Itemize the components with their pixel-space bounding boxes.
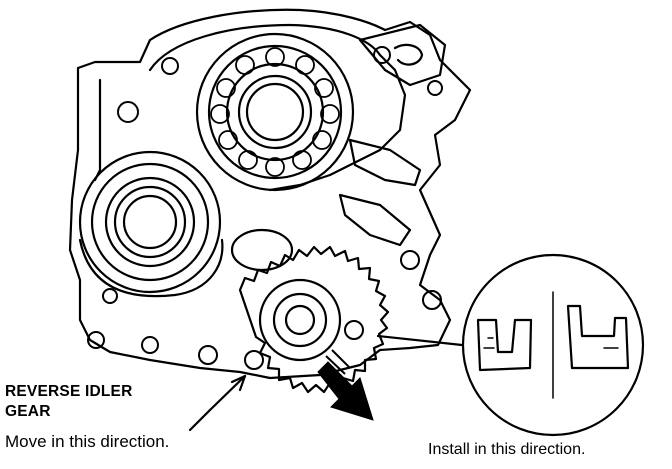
part-name-line1: REVERSE IDLER bbox=[5, 383, 133, 400]
left-bearing bbox=[78, 150, 224, 298]
part-name-line2: GEAR bbox=[5, 403, 51, 420]
detail-leader bbox=[376, 334, 464, 347]
upper-right-bracket bbox=[358, 23, 447, 87]
install-instruction: Install in this direction. bbox=[428, 441, 586, 458]
housing-outline bbox=[68, 8, 472, 380]
move-direction-arrow bbox=[317, 361, 374, 421]
main-bearing bbox=[195, 32, 355, 192]
move-instruction: Move in this direction. bbox=[5, 432, 170, 451]
center-boss bbox=[230, 228, 294, 272]
callout-leader-arrowhead bbox=[230, 374, 247, 392]
reverse-idler-gear bbox=[238, 245, 390, 394]
detail-view bbox=[461, 253, 645, 437]
callout-leader bbox=[188, 374, 247, 432]
bolt-holes bbox=[87, 46, 443, 370]
shift-fork bbox=[338, 138, 422, 247]
